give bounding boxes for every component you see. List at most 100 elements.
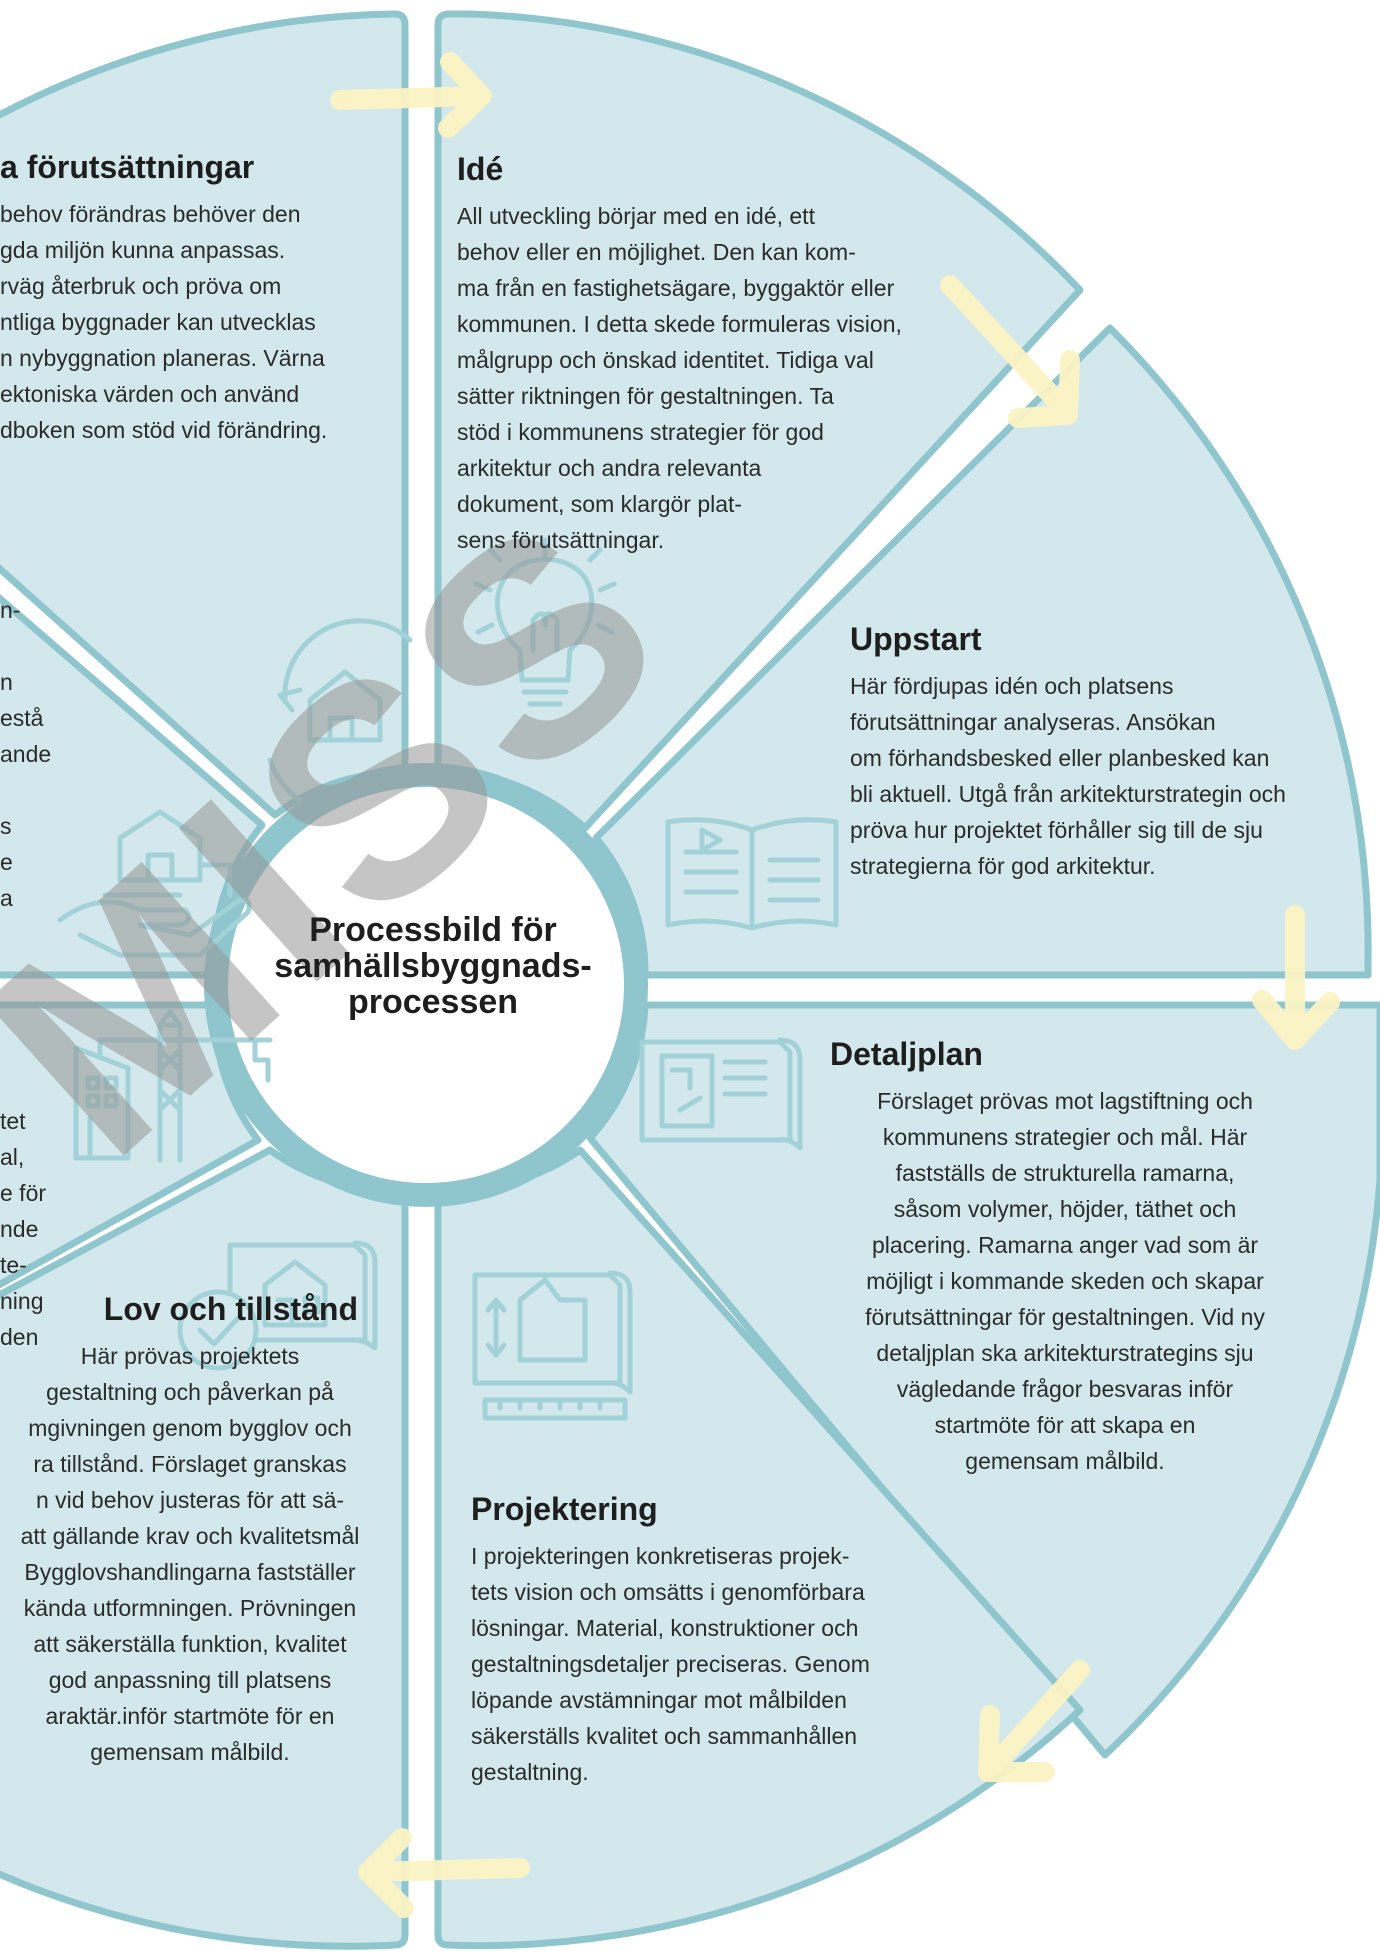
section-text: I projekteringen konkretiseras projek- t… (471, 1538, 870, 1790)
text-line: löpande avstämningar mot målbilden (471, 1687, 847, 1713)
center-title-line: Processbild för (309, 911, 557, 949)
section-left-low: tet al, e för nde te- ning den (0, 1103, 46, 1355)
text-line: estå (0, 705, 44, 731)
section-lov: Lov och tillstånd Här prövas projektets … (0, 1290, 380, 1770)
text-line: Här fördjupas idén och platsens (850, 673, 1174, 699)
text-line: All utveckling börjar med en idé, ett (457, 203, 815, 229)
text-line: te- (0, 1252, 27, 1278)
text-line: kommunen. I detta skede formuleras visio… (457, 311, 902, 337)
section-text: Här fördjupas idén och platsens förutsät… (850, 668, 1286, 884)
text-line: god anpassning till platsens (48, 1667, 332, 1693)
section-forutsattningar: a förutsättningar behov förändras behöve… (0, 148, 327, 448)
text-line: stöd i kommunens strategier för god (457, 419, 824, 445)
center-title-line: samhällsbyggnads- (274, 947, 592, 985)
text-line: dokument, som klargör plat- (457, 491, 743, 517)
cycle-arrows (330, 52, 1340, 1918)
text-line (0, 628, 51, 664)
arrow-upper-right-icon (940, 275, 1080, 428)
text-line: n nybyggnation planeras. Värna (0, 345, 325, 371)
text-line: ning (0, 1288, 44, 1314)
text-line: bli aktuell. Utgå från arkitekturstrateg… (850, 781, 1286, 807)
text-line: I projekteringen konkretiseras projek- (471, 1543, 850, 1569)
section-title: Uppstart (850, 621, 982, 657)
text-line: gestaltningsdetaljer preciseras. Genom (471, 1651, 870, 1677)
arrow-bottom-icon (358, 1828, 530, 1918)
section-ide: Idé All utveckling börjar med en idé, et… (457, 150, 902, 558)
text-line: gemensam målbild. (90, 1739, 290, 1765)
section-title: Idé (457, 151, 504, 187)
section-text: tet al, e för nde te- ning den (0, 1103, 46, 1355)
text-line: tets vision och omsätts i genomförbara (471, 1579, 865, 1605)
text-line: ma från en fastighetsägare, byggaktör el… (457, 275, 895, 301)
text-line: gestaltning. (471, 1759, 589, 1785)
lightbulb-icon (473, 537, 617, 707)
section-projektering: Projektering I projekteringen konkretise… (471, 1490, 870, 1790)
text-line: ra tillstånd. Förslaget granskas (33, 1451, 347, 1477)
text-line: lösningar. Material, konstruktioner och (471, 1615, 859, 1641)
text-line: araktär.inför startmöte för en (45, 1703, 335, 1729)
text-line: att säkerställa funktion, kvalitet (33, 1631, 347, 1657)
section-detaljplan: Detaljplan Förslaget prövas mot lagstift… (830, 1035, 1300, 1479)
section-left-mid: n- n estå ande s e a (0, 592, 51, 916)
text-line: sätter riktningen för gestaltningen. Ta (457, 383, 834, 409)
text-line: Förslaget prövas mot lagstiftning och (877, 1088, 1253, 1114)
text-line: e för (0, 1180, 47, 1206)
section-text: Här prövas projektets gestaltning och på… (0, 1338, 380, 1770)
text-line: n- (0, 597, 21, 623)
text-line: a (0, 885, 13, 911)
text-line: förutsättningar analyseras. Ansökan (850, 709, 1216, 735)
text-line: kända utformningen. Prövningen (23, 1595, 357, 1621)
text-line: sens förutsättningar. (457, 527, 665, 553)
text-line: e (0, 849, 13, 875)
text-line: pröva hur projektet förhåller sig till d… (850, 817, 1263, 843)
section-title: a förutsättningar (0, 149, 255, 185)
text-line: rväg återbruk och pröva om (0, 273, 282, 299)
section-text: All utveckling börjar med en idé, ett be… (457, 198, 902, 558)
text-line: s (0, 813, 12, 839)
segment-uppstart (592, 324, 1372, 979)
segment-detaljplan (586, 1001, 1380, 1759)
text-line: om förhandsbesked eller planbesked kan (850, 745, 1270, 771)
text-line: nde (0, 1216, 39, 1242)
construction-crane-icon (73, 1009, 273, 1163)
text-line: ntliga byggnader kan utvecklas (0, 309, 316, 335)
text-line: n (0, 669, 13, 695)
text-line: att gällande krav och kvalitetsmål (20, 1523, 360, 1549)
text-line: tet (0, 1108, 26, 1134)
section-uppstart: Uppstart Här fördjupas idén och platsens… (850, 620, 1286, 884)
open-book-icon (665, 817, 839, 931)
text-line: säkerställs kvalitet och sammanhållen (471, 1723, 858, 1749)
arrow-lower-right-icon (978, 1660, 1090, 1782)
text-line: Här prövas projektets (80, 1343, 300, 1369)
text-line: al, (0, 1144, 25, 1170)
text-line: vägledande frågor besvaras inför (896, 1376, 1234, 1402)
section-title: Projektering (471, 1491, 658, 1527)
text-line: målgrupp och önskad identitet. Tidiga va… (457, 347, 874, 373)
arrow-top-icon (330, 52, 492, 138)
text-line (0, 772, 51, 808)
center-title: Processbild för samhällsbyggnads- proces… (228, 912, 638, 1020)
circular-arrows-house-icon (267, 618, 413, 803)
text-line: ande (0, 741, 52, 767)
text-line: fastställs de strukturella ramarna, (895, 1160, 1235, 1186)
text-line: n vid behov justeras för att sä- (35, 1487, 345, 1513)
text-line: Bygglovshandlingarna fastställer (24, 1559, 356, 1585)
text-line: behov eller en möjlighet. Den kan kom- (457, 239, 856, 265)
section-text: n- n estå ande s e a (0, 592, 51, 916)
text-line: behov förändras behöver den (0, 201, 301, 227)
text-line: dboken som stöd vid förändring. (0, 417, 328, 443)
text-line: placering. Ramarna anger vad som är (871, 1232, 1259, 1258)
text-line: möjligt i kommande skeden och skapar (866, 1268, 1264, 1294)
text-line: arkitektur och andra relevanta (457, 455, 762, 481)
renovation-hand-icon (57, 809, 252, 958)
floorplan-icon (472, 1270, 633, 1421)
text-line: mgivningen genom bygglov och (28, 1415, 352, 1441)
section-title: Lov och tillstånd (103, 1291, 358, 1327)
text-line: den (0, 1324, 39, 1350)
text-line: förutsättningar för gestaltningen. Vid n… (865, 1304, 1265, 1330)
arrow-right-icon (1252, 905, 1340, 1050)
text-line: gestaltning och påverkan på (46, 1379, 334, 1405)
blueprint-icon (639, 1037, 803, 1151)
text-line: såsom volymer, höjder, täthet och (893, 1196, 1237, 1222)
